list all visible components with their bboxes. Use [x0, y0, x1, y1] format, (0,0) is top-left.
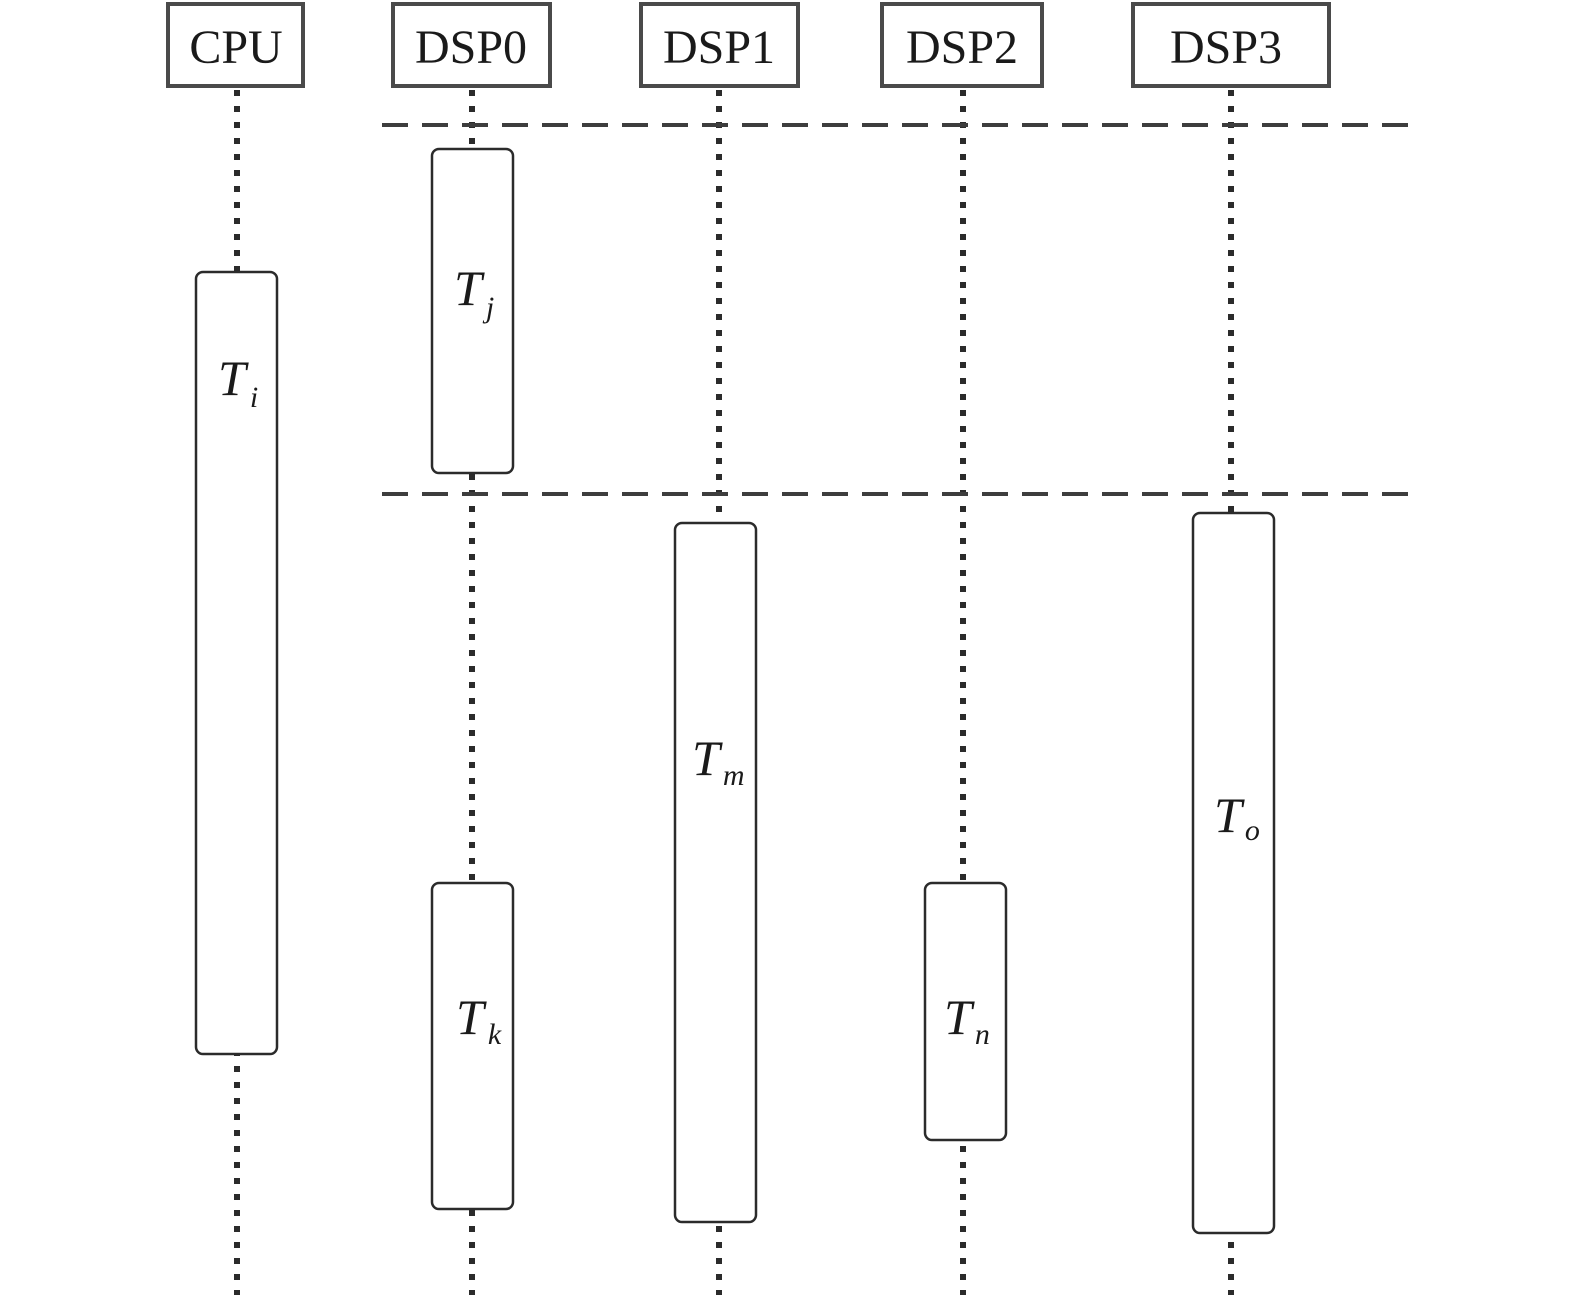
task-tj-sub: j — [482, 291, 494, 324]
processor-header-dsp3: DSP3 — [1131, 2, 1331, 88]
processor-label-cpu: CPU — [189, 21, 282, 74]
task-tn-sub: n — [975, 1018, 990, 1051]
svg-text:Ti: Ti — [218, 350, 258, 414]
processor-label-dsp2: DSP2 — [906, 21, 1018, 74]
processor-header-dsp1: DSP1 — [639, 2, 800, 88]
processor-label-dsp3: DSP3 — [1170, 21, 1282, 74]
svg-text:To: To — [1214, 787, 1260, 847]
task-ti-sub: i — [250, 381, 258, 414]
task-tn-name: T — [944, 989, 975, 1045]
processor-header-dsp0: DSP0 — [391, 2, 552, 88]
svg-text:Tk: Tk — [456, 989, 502, 1051]
processor-header-dsp2: DSP2 — [880, 2, 1044, 88]
task-to-sub: o — [1245, 814, 1260, 847]
task-tm-name: T — [692, 730, 723, 786]
svg-text:Tn: Tn — [944, 989, 990, 1051]
task-tm-sub: m — [723, 759, 745, 792]
processor-label-dsp0: DSP0 — [415, 21, 527, 74]
processor-header-cpu: CPU — [166, 2, 305, 88]
svg-text:Tj: Tj — [454, 260, 494, 324]
processor-label-dsp1: DSP1 — [663, 21, 775, 74]
svg-text:Tm: Tm — [692, 730, 744, 792]
task-tk-sub: k — [488, 1018, 502, 1051]
task-to-name: T — [1214, 787, 1245, 843]
task-ti-name: T — [218, 350, 249, 406]
task-tj-name: T — [454, 260, 485, 316]
task-tk-name: T — [456, 989, 487, 1045]
